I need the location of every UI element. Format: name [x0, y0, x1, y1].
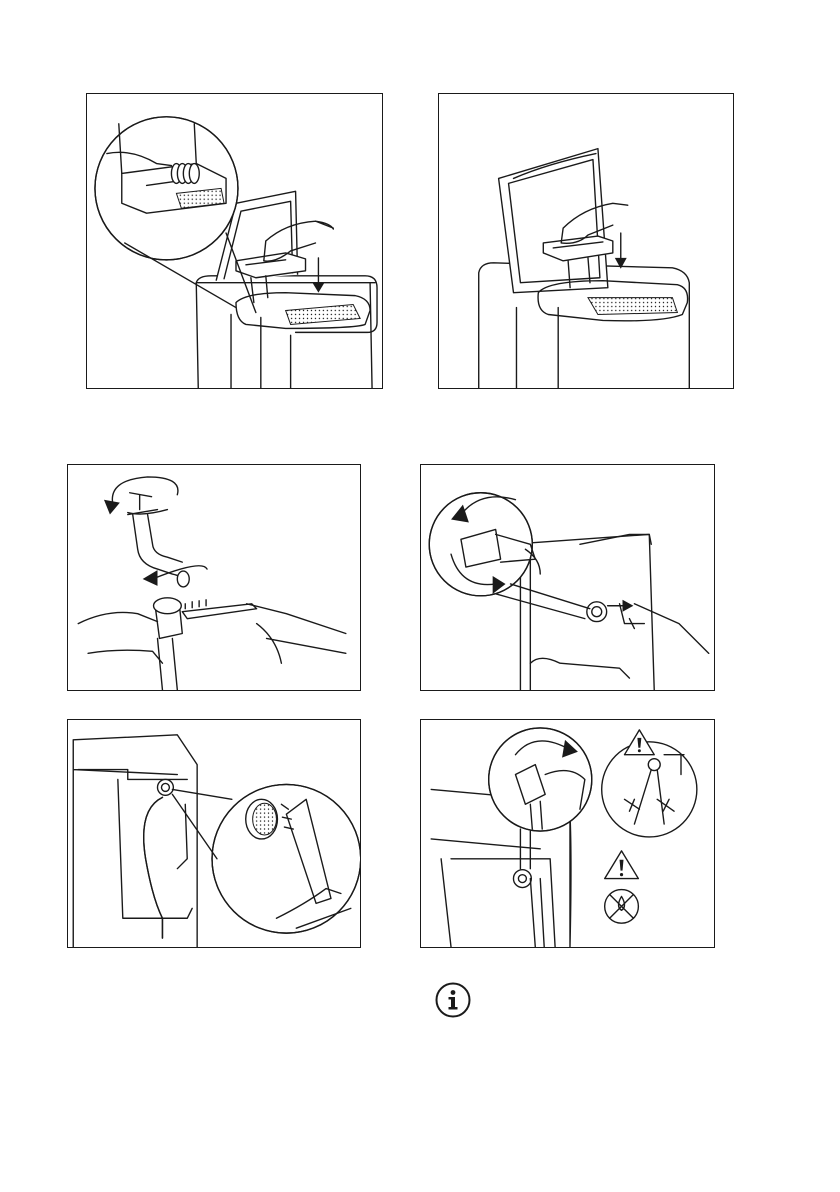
filter-mesh-icon — [246, 799, 278, 839]
washing-machine-insert-drawer-illustration — [439, 94, 733, 388]
figure-reconnect-inlet-hose — [420, 719, 715, 948]
inlet-hose-reconnect-warning-illustration — [421, 720, 714, 947]
warning-triangle-icon — [605, 851, 639, 879]
inlet-hose-back-connector-illustration — [421, 465, 714, 690]
figure-clean-inlet-filter — [67, 719, 361, 948]
washing-machine-drawer-illustration — [87, 94, 382, 388]
figure-insert-dispenser — [438, 93, 734, 389]
machine-back-filter-cleaning-illustration — [68, 720, 360, 947]
tap-and-hose-cleaning-illustration — [68, 465, 360, 690]
figure-clean-tap-filter — [67, 464, 361, 691]
figure-disconnect-inlet-hose — [420, 464, 715, 691]
filter-spring-icon — [171, 164, 199, 184]
figure-dispenser-filter-detail — [86, 93, 383, 389]
info-icon — [435, 982, 471, 1018]
no-leak-icon — [605, 890, 639, 924]
